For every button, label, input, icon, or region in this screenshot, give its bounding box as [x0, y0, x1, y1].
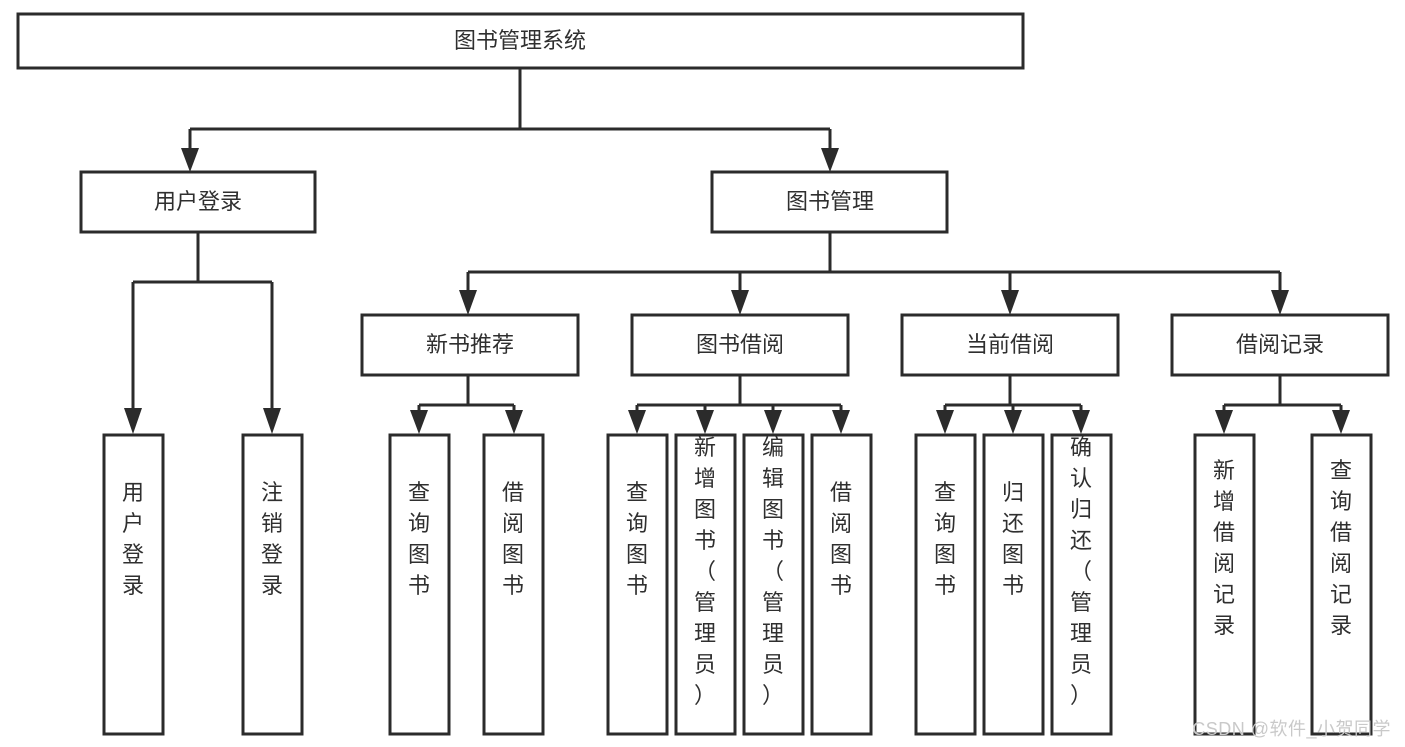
node-new-book-recommend[interactable]: 新书推荐 [360, 313, 580, 377]
node-root-box[interactable] [16, 12, 1025, 70]
node-leaf-label: 注销登录 [261, 480, 283, 598]
arrow-head-icon [181, 148, 199, 172]
connector-group-user-login [124, 232, 281, 434]
node-leaf[interactable]: 注销登录 [241, 433, 304, 736]
arrow-head-icon [1271, 290, 1289, 315]
arrow-head-icon [696, 410, 714, 434]
node-leaf-box[interactable] [1050, 433, 1113, 736]
node-leaf-label: 查询图书 [408, 480, 430, 598]
node-user-login[interactable]: 用户登录 [79, 170, 317, 234]
node-user-login-box[interactable] [79, 170, 317, 234]
node-book-manage-box[interactable] [710, 170, 949, 234]
node-leaf-box[interactable] [606, 433, 669, 736]
node-leaf[interactable]: 查询图书 [388, 433, 451, 736]
node-leaf-box[interactable] [241, 433, 304, 736]
connector-group-borrow-records [1215, 375, 1350, 434]
node-leaf[interactable]: 用户登录 [102, 433, 165, 736]
watermark-text: CSDN @软件_小贺同学 [1192, 719, 1391, 739]
node-book-borrow[interactable]: 图书借阅 [630, 313, 850, 377]
arrow-head-icon [832, 410, 850, 434]
node-leaf-box[interactable] [482, 433, 545, 736]
node-leaf-label: 用户登录 [122, 480, 144, 598]
connector-group-book-borrow [628, 375, 850, 434]
node-leaf-label: 查询图书 [626, 480, 648, 598]
node-leaf-label: 查询图书 [934, 480, 956, 598]
node-leaf[interactable]: 借阅图书 [810, 433, 873, 736]
node-leaf-box[interactable] [102, 433, 165, 736]
node-leaf-label: 新增图书（管理员） [694, 435, 716, 708]
node-leaf[interactable]: 确认归还（管理员） [1050, 433, 1113, 736]
node-leaf[interactable]: 新增借阅记录 [1193, 433, 1256, 736]
node-borrow-records-box[interactable] [1170, 313, 1390, 377]
arrow-head-icon [1004, 410, 1022, 434]
node-leaf[interactable]: 归还图书 [982, 433, 1045, 736]
node-user-login-label: 用户登录 [154, 189, 242, 214]
node-leaf-box[interactable] [982, 433, 1045, 736]
connector-group-new-book [410, 375, 523, 434]
connector-group-current-borrow [936, 375, 1090, 434]
node-leaf-label: 确认归还（管理员） [1070, 435, 1092, 708]
node-book-manage[interactable]: 图书管理 [710, 170, 949, 234]
node-current-borrow-box[interactable] [900, 313, 1120, 377]
arrow-head-icon [628, 410, 646, 434]
node-leaf-label: 查询借阅记录 [1330, 458, 1352, 638]
arrow-head-icon [1001, 290, 1019, 315]
node-new-book-recommend-label: 新书推荐 [426, 332, 514, 357]
arrow-head-icon [1332, 410, 1350, 434]
connector-group-root [181, 68, 839, 172]
arrow-head-icon [936, 410, 954, 434]
node-leaf-label: 编辑图书（管理员） [762, 435, 784, 708]
node-leaf-box[interactable] [1310, 433, 1373, 736]
node-current-borrow-label: 当前借阅 [966, 332, 1054, 357]
node-leaf-label: 借阅图书 [830, 480, 852, 598]
node-leaf-box[interactable] [674, 433, 737, 736]
arrow-head-icon [1072, 410, 1090, 434]
node-leaf-box[interactable] [388, 433, 451, 736]
node-leaf-label: 新增借阅记录 [1213, 458, 1235, 638]
node-root[interactable]: 图书管理系统 [16, 12, 1025, 70]
arrow-head-icon [505, 410, 523, 434]
arrow-head-icon [459, 290, 477, 315]
node-current-borrow[interactable]: 当前借阅 [900, 313, 1120, 377]
arrow-head-icon [764, 410, 782, 434]
node-leaf[interactable]: 查询图书 [914, 433, 977, 736]
node-leaf[interactable]: 借阅图书 [482, 433, 545, 736]
arrow-head-icon [1215, 410, 1233, 434]
node-leaf[interactable]: 查询图书 [606, 433, 669, 736]
node-leaf[interactable]: 查询借阅记录 [1310, 433, 1373, 736]
node-borrow-records-label: 借阅记录 [1236, 332, 1324, 357]
node-new-book-recommend-box[interactable] [360, 313, 580, 377]
arrow-head-icon [124, 408, 142, 434]
node-root-label: 图书管理系统 [454, 28, 586, 53]
node-leaf-box[interactable] [914, 433, 977, 736]
node-leaf-box[interactable] [1193, 433, 1256, 736]
node-book-borrow-box[interactable] [630, 313, 850, 377]
node-leaf[interactable]: 新增图书（管理员） [674, 433, 737, 736]
arrow-head-icon [821, 148, 839, 172]
arrow-head-icon [410, 410, 428, 434]
connector-group-book-manage [459, 232, 1289, 315]
node-book-manage-label: 图书管理 [786, 189, 874, 214]
node-borrow-records[interactable]: 借阅记录 [1170, 313, 1390, 377]
node-leaf-box[interactable] [742, 433, 805, 736]
node-book-borrow-label: 图书借阅 [696, 332, 784, 357]
node-leaf-label: 借阅图书 [502, 480, 524, 598]
node-leaf[interactable]: 编辑图书（管理员） [742, 433, 805, 736]
arrow-head-icon [263, 408, 281, 434]
arrow-head-icon [731, 290, 749, 315]
node-leaf-box[interactable] [810, 433, 873, 736]
node-leaf-label: 归还图书 [1002, 480, 1024, 598]
